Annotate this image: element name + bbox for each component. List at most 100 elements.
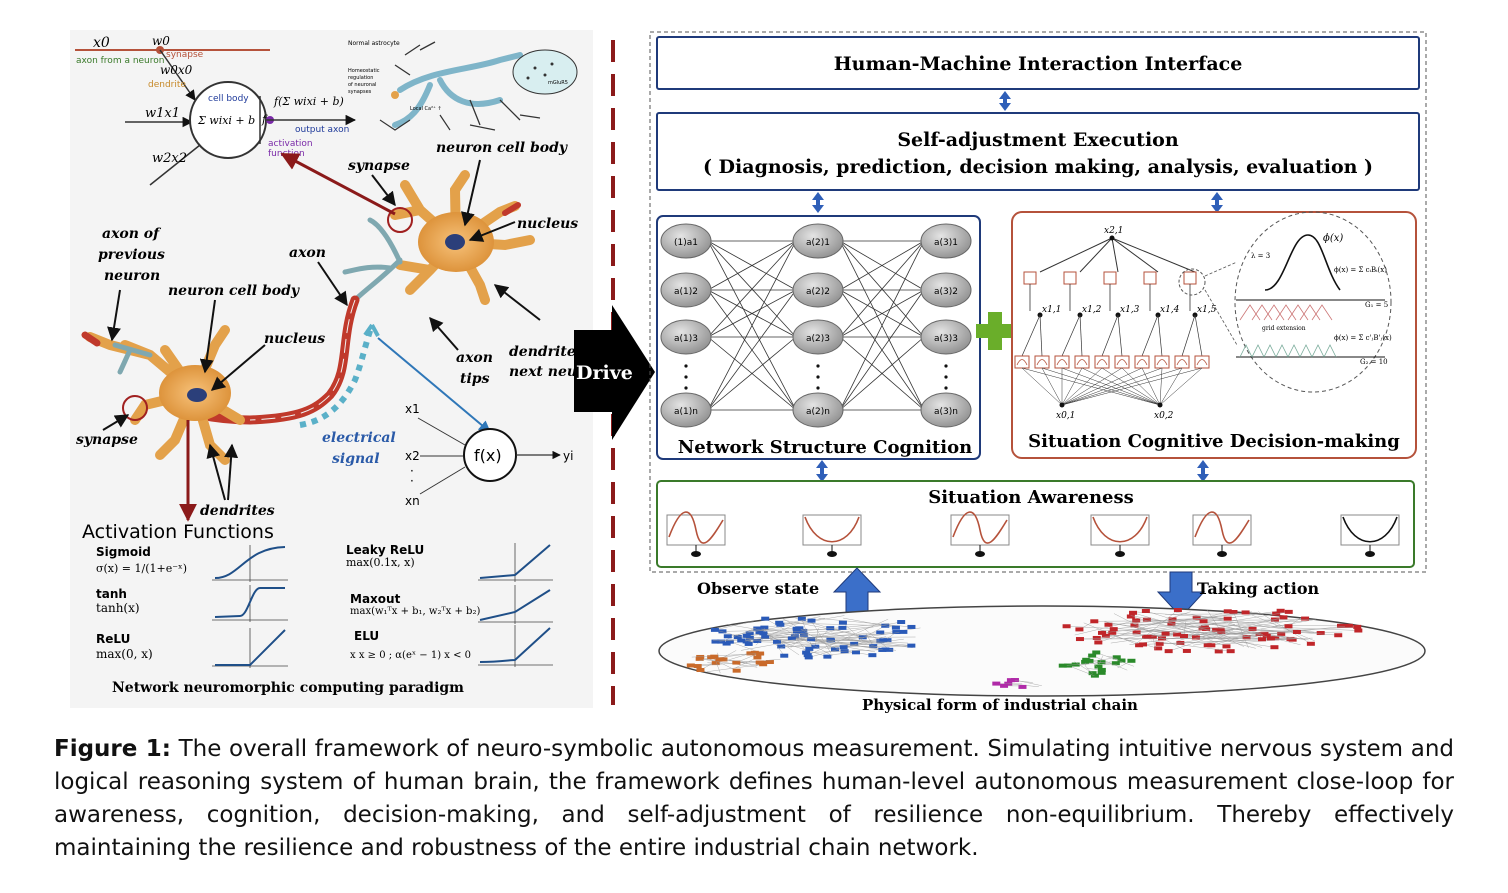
axon-label: axon (289, 245, 326, 261)
neuron-illustration (81, 152, 541, 522)
spline-inset-ellipse (1234, 211, 1392, 393)
spline-box (1054, 355, 1070, 369)
output-axon-label: output axon (295, 125, 349, 135)
activation-functions: Activation Functions Sigmoid σ(x) = 1/(1… (82, 521, 553, 696)
network-node: a(1)3 (660, 319, 712, 355)
w0x0-label: w0x0 (160, 63, 193, 77)
dendrite-label: dendrite (148, 80, 186, 90)
network-entity (725, 639, 734, 644)
network-entity (776, 622, 785, 627)
network-node-label: a(2)1 (806, 238, 830, 248)
network-entity (1202, 626, 1211, 631)
f-expr: f(Σ wixi + b) (273, 95, 344, 108)
network-node-label: a(3)2 (934, 287, 958, 297)
ellipsis-dot (684, 375, 688, 379)
network-entity (1104, 622, 1113, 627)
network-entity (1164, 649, 1173, 654)
sigmoid-name: Sigmoid (96, 545, 151, 559)
g1-label: G₁ = 5 (1365, 301, 1388, 309)
network-entity (1129, 610, 1138, 615)
spline-box (1103, 271, 1117, 285)
network-entity (1092, 635, 1101, 640)
elu-formula: x x ≥ 0 ; α(eˣ − 1) x < 0 (350, 650, 471, 661)
tree-bottom-label: x0,2 (1154, 411, 1174, 421)
tree-mid-label: x1,1 (1042, 305, 1061, 315)
network-entity (1191, 635, 1200, 640)
tree-mid-label: x1,5 (1197, 305, 1217, 315)
network-entity (1064, 663, 1073, 668)
network-entity (1262, 633, 1271, 638)
network-entity (876, 630, 885, 635)
spline-box (1174, 355, 1190, 369)
network-entity (1130, 623, 1139, 628)
network-entity (693, 664, 702, 669)
network-entity (1292, 629, 1301, 634)
network-entity (1229, 610, 1238, 615)
network-entity (807, 618, 816, 623)
ellipsis-dot (816, 375, 820, 379)
awareness-curve (1090, 514, 1150, 557)
network-entity (1097, 660, 1106, 665)
fx-yi: yi (563, 449, 573, 463)
situation-cog-title: Situation Cognitive Decision-making (1028, 431, 1400, 452)
astro-text2: regulation (348, 75, 373, 81)
network-entity (897, 620, 906, 625)
network-entity (1142, 617, 1151, 622)
network-entity (719, 657, 728, 662)
nucleus-top-label: nucleus (517, 216, 578, 232)
axon-from-label: axon from a neuron (76, 56, 164, 66)
spline-box (1014, 355, 1030, 369)
f-label: f (261, 113, 268, 126)
observe-arrow (832, 567, 882, 613)
network-entity (1272, 611, 1281, 616)
network-entity (1334, 633, 1343, 638)
tree-root-node (1109, 235, 1115, 241)
network-entity (805, 646, 814, 651)
fx-dot1: · (410, 464, 414, 478)
taking-label: Taking action (1197, 579, 1320, 598)
network-entity (732, 668, 741, 673)
network-entity (750, 650, 759, 655)
fx-x1: x1 (405, 402, 420, 416)
network-entity (891, 625, 900, 630)
network-node: a(3)1 (920, 223, 972, 259)
network-entity (773, 639, 782, 644)
network-entity (1207, 643, 1216, 648)
network-entity (851, 650, 860, 655)
network-entity (1010, 678, 1019, 683)
figure-label: Figure 1: (54, 736, 171, 762)
network-entity (823, 654, 832, 659)
elu-name: ELU (354, 629, 379, 643)
spline-box (1063, 271, 1077, 285)
activation-label: activation (268, 139, 313, 149)
left-panel-caption: Network neuromorphic computing paradigm (112, 680, 464, 696)
self-adjust-box (656, 112, 1420, 191)
network-entity (746, 651, 755, 656)
network-entity (1154, 646, 1163, 651)
spline-box (1074, 355, 1090, 369)
network-entity (1000, 683, 1009, 688)
network-entity (765, 660, 774, 665)
network-entity (1090, 673, 1099, 678)
network-entity (710, 654, 719, 659)
network-entity (737, 638, 746, 643)
network-entity (1242, 635, 1251, 640)
network-entity (797, 616, 806, 621)
network-entity (1173, 632, 1182, 637)
network-entity (1081, 659, 1090, 664)
fx-dot2: · (410, 474, 414, 488)
network-node-label: a(2)2 (806, 287, 830, 297)
network-node: a(2)n (792, 392, 844, 428)
network-entity (710, 627, 719, 632)
network-entity (826, 637, 835, 642)
network-entity (759, 631, 768, 636)
network-entity (761, 616, 770, 621)
phi-label: ϕ(x) (1323, 233, 1343, 244)
network-entity (1097, 667, 1106, 672)
maxout-name: Maxout (350, 592, 401, 606)
maxout-formula: max(w₁ᵀx + b₁, w₂ᵀx + b₂) (350, 606, 480, 617)
fx-label: f(x) (474, 446, 502, 465)
dendrites-label: dendrites (200, 503, 275, 519)
figure-caption: Figure 1: The overall framework of neuro… (54, 733, 1454, 865)
network-entity (1112, 655, 1121, 660)
